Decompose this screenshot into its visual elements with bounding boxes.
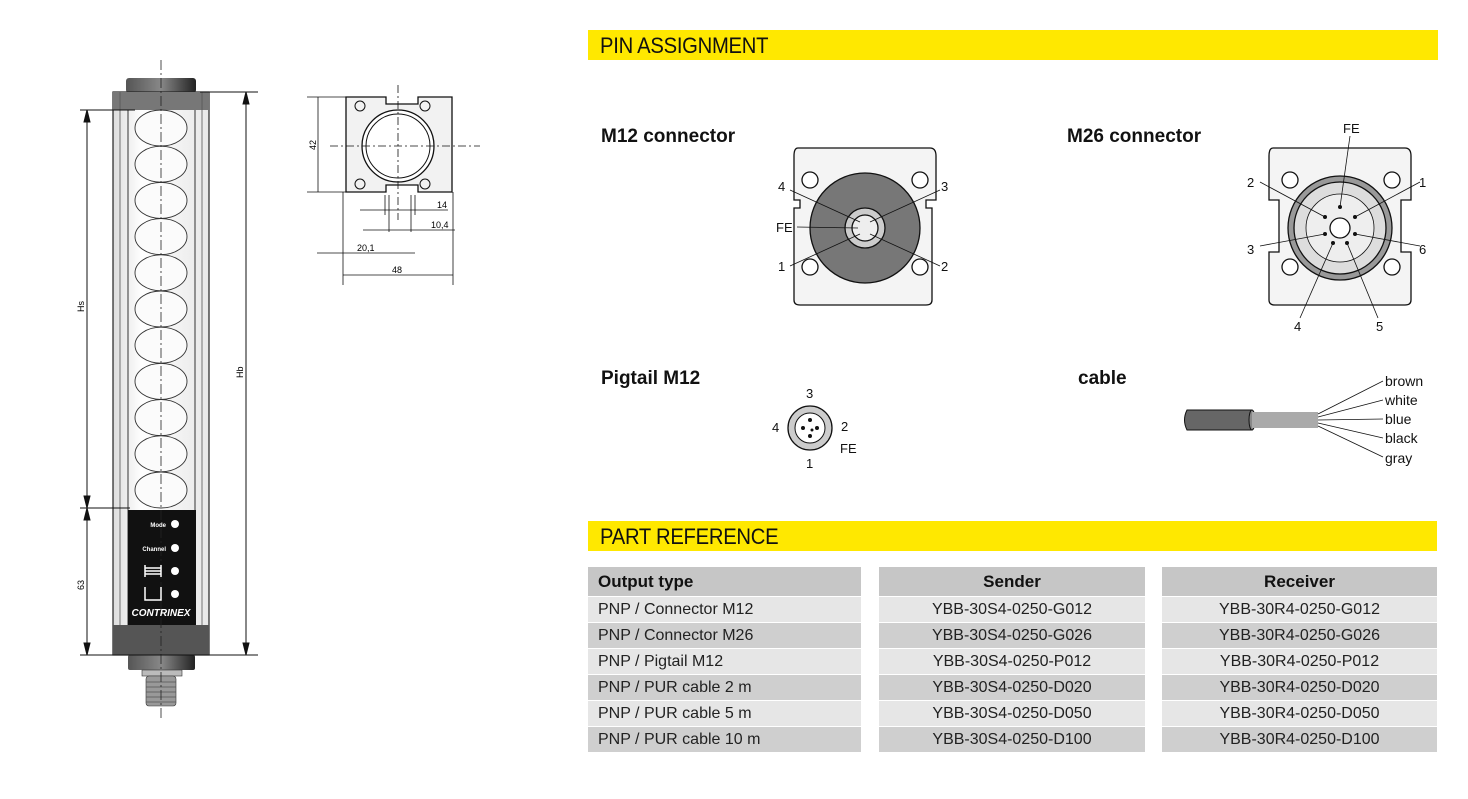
connector-diagrams — [787, 135, 1421, 458]
table-cell-sender: YBB-30S4-0250-D050 — [879, 701, 1145, 726]
m26-pin-1: 1 — [1419, 175, 1427, 190]
mode-led-label: Mode — [150, 523, 166, 529]
wire-brown: brown — [1385, 373, 1424, 389]
dim-42-label: 42 — [308, 140, 318, 150]
m26-pin-2: 2 — [1247, 175, 1255, 190]
table-cell-sender: YBB-30S4-0250-G012 — [879, 597, 1145, 622]
table-cell-receiver: YBB-30R4-0250-G012 — [1162, 597, 1437, 622]
table-cell-output: PNP / Connector M12 — [588, 597, 861, 622]
wire-black: black — [1385, 430, 1418, 446]
section-title: PART REFERENCE — [600, 524, 779, 549]
m26-pin-6: 6 — [1419, 242, 1427, 257]
pin-assignment-header: PIN ASSIGNMENT — [588, 30, 1438, 60]
dim-14-label: 14 — [437, 200, 447, 210]
m12-connector-title: M12 connector — [601, 126, 736, 147]
table-cell-receiver: YBB-30R4-0250-D100 — [1162, 727, 1437, 752]
table-cell-output: PNP / Connector M26 — [588, 623, 861, 648]
dim-48-label: 48 — [392, 265, 402, 275]
pigtail-pin-fe: FE — [840, 441, 857, 456]
table-cell-output: PNP / PUR cable 5 m — [588, 701, 861, 726]
table-cell-sender: YBB-30S4-0250-P012 — [879, 649, 1145, 674]
sensor-dimension-drawing: Hs Hb 63 Mode Channel CONTRINEX 42 14 10… — [76, 60, 480, 720]
pigtail-pin-3: 3 — [806, 386, 814, 401]
m26-connector-title: M26 connector — [1067, 126, 1202, 147]
pigtail-pin-4: 4 — [772, 420, 780, 435]
m12-connector-diagram — [789, 147, 941, 306]
m26-pin-5: 5 — [1376, 319, 1384, 334]
section-title: PIN ASSIGNMENT — [600, 33, 769, 58]
table-cell-receiver: YBB-30R4-0250-D020 — [1162, 675, 1437, 700]
pigtail-m12-title: Pigtail M12 — [601, 368, 701, 389]
table-cell-sender: YBB-30S4-0250-D020 — [879, 675, 1145, 700]
lens — [134, 471, 188, 509]
m26-pin-4: 4 — [1294, 319, 1302, 334]
dim-hb-label: Hb — [235, 366, 245, 378]
column-header-output-type: Output type — [588, 567, 861, 596]
m26-pin-3: 3 — [1247, 242, 1255, 257]
table-cell-receiver: YBB-30R4-0250-G026 — [1162, 623, 1437, 648]
table-cell-output: PNP / PUR cable 2 m — [588, 675, 861, 700]
profile-cross-section — [307, 85, 480, 285]
table-cell-sender: YBB-30S4-0250-G026 — [879, 623, 1145, 648]
pigtail-m12-diagram — [787, 405, 833, 451]
pigtail-pin-2: 2 — [841, 419, 849, 434]
table-cell-sender: YBB-30S4-0250-D100 — [879, 727, 1145, 752]
pigtail-pin-1: 1 — [806, 456, 814, 471]
table-cell-output: PNP / Pigtail M12 — [588, 649, 861, 674]
column-header-receiver: Receiver — [1162, 567, 1437, 596]
cable-title: cable — [1078, 368, 1127, 389]
sensor-body — [112, 60, 210, 720]
table-cell-output: PNP / PUR cable 10 m — [588, 727, 861, 752]
channel-led-label: Channel — [142, 547, 166, 553]
table-cell-receiver: YBB-30R4-0250-P012 — [1162, 649, 1437, 674]
dim-hs-label: Hs — [76, 301, 86, 312]
cable-diagram — [1184, 380, 1384, 458]
m12-pin-2: 2 — [941, 259, 949, 274]
m12-pin-3: 3 — [941, 179, 949, 194]
m12-pin-1: 1 — [778, 259, 786, 274]
dim-63-label: 63 — [76, 580, 86, 590]
m12-pin-4: 4 — [778, 179, 786, 194]
dim-10-4-label: 10,4 — [431, 220, 449, 230]
wire-white: white — [1385, 392, 1418, 408]
contrinex-logo: CONTRINEX — [132, 608, 192, 619]
wire-gray: gray — [1385, 450, 1413, 466]
m26-connector-diagram — [1259, 135, 1421, 319]
table-cell-receiver: YBB-30R4-0250-D050 — [1162, 701, 1437, 726]
column-header-sender: Sender — [879, 567, 1145, 596]
m26-pin-fe: FE — [1343, 121, 1360, 136]
m12-pin-fe: FE — [776, 220, 793, 235]
part-reference-header: PART REFERENCE — [588, 521, 1437, 551]
dim-20-1-label: 20,1 — [357, 243, 375, 253]
wire-blue: blue — [1385, 411, 1412, 427]
